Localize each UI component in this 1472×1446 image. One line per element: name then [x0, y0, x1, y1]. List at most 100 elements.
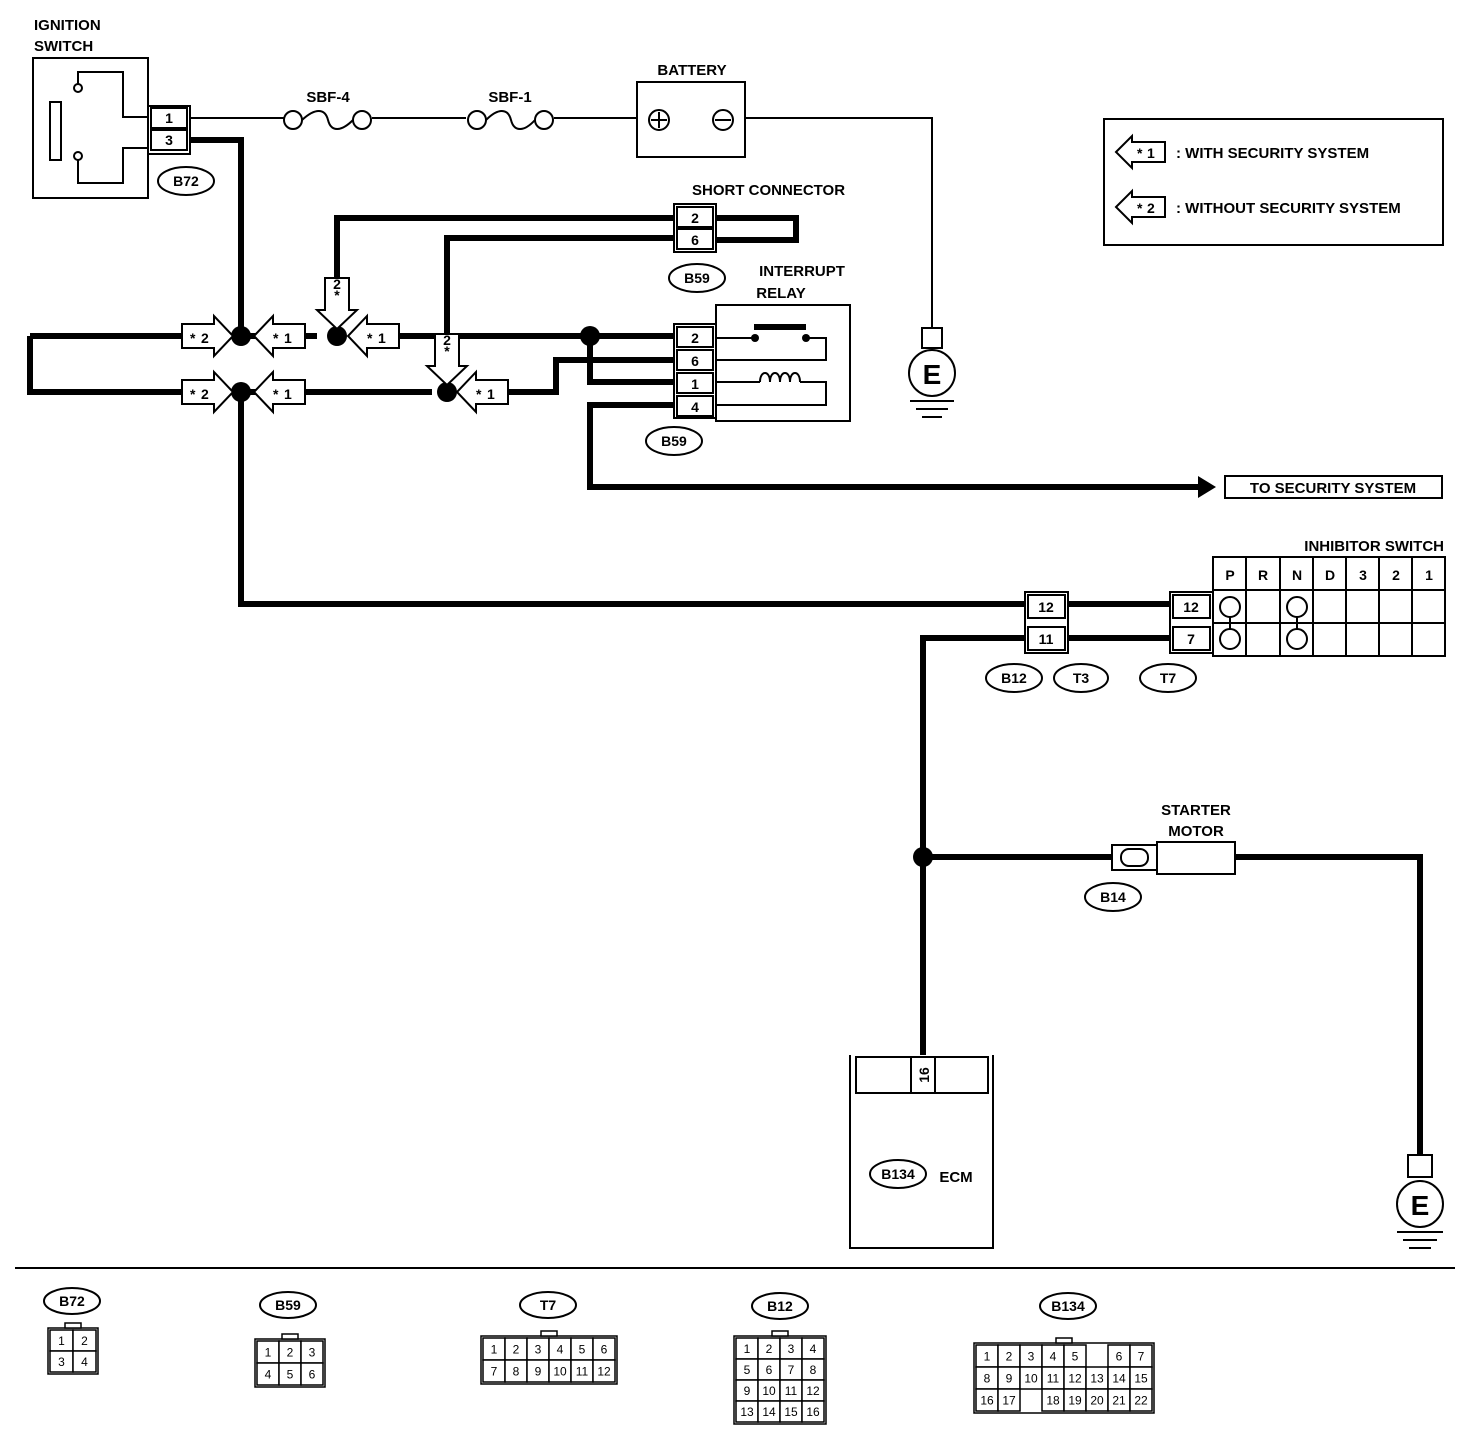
wire-short-loop	[715, 215, 799, 243]
short-connector-cell	[676, 228, 714, 250]
branch-mark: 1	[487, 386, 495, 402]
ground-starter-symbol: E	[1411, 1190, 1430, 1221]
connector-face-pin: 7	[788, 1363, 795, 1377]
ignition-switch-terminal-b	[73, 151, 83, 161]
ignition-switch-label-line1: IGNITION	[34, 17, 101, 34]
connector-face-pin: 5	[287, 1368, 294, 1382]
connector-face-pin: 5	[744, 1363, 751, 1377]
ignition-switch-label-line2: SWITCH	[34, 38, 93, 55]
ground-battery-bars	[910, 400, 954, 418]
wire-to-security	[587, 402, 1203, 490]
connector-face-pin: 11	[1047, 1372, 1060, 1386]
connector-face-pin: 10	[762, 1384, 776, 1398]
branch-arrow-right-icon	[181, 313, 235, 359]
connector-face-pin: 20	[1090, 1394, 1104, 1408]
ecm-label: ECM	[939, 1169, 972, 1186]
legend-box	[1103, 118, 1444, 246]
connector-b12-tag	[985, 663, 1043, 693]
inhibitor-position-label: D	[1325, 567, 1335, 583]
connector-face-pin: 3	[535, 1343, 542, 1357]
inhibitor-switch-label: INHIBITOR SWITCH	[1304, 538, 1444, 555]
junction-dot	[231, 382, 251, 402]
connector-face-pin: 2	[766, 1342, 773, 1356]
connector-relay-cell	[676, 372, 714, 394]
connector-b12-id: B12	[1001, 670, 1027, 686]
inhibitor-contact-icon	[1219, 628, 1241, 650]
relay-contact-wire	[716, 337, 827, 361]
connector-t7-cell	[1172, 626, 1211, 651]
ground-battery-circle	[908, 349, 956, 397]
connector-face-pin: 8	[513, 1365, 520, 1379]
connector-face-pin: 9	[1006, 1372, 1013, 1386]
connector-t7-cell	[1172, 594, 1211, 619]
interrupt-relay: INTERRUPT RELAY	[715, 263, 851, 422]
ecm-pin: 16	[916, 1067, 932, 1083]
inhibitor-position-label: 1	[1425, 567, 1433, 583]
connector-relay-cell	[676, 395, 714, 417]
branch-star: *	[367, 330, 373, 346]
short-connector-id: B59	[684, 270, 710, 286]
connector-b14-id: B14	[1100, 889, 1126, 905]
connector-face-pin: 4	[81, 1355, 88, 1369]
connector-face-pin: 7	[491, 1365, 498, 1379]
connector-face-pin: 1	[58, 1334, 65, 1348]
connector-face-pin: 4	[1050, 1350, 1057, 1364]
connector-face-pin: 6	[601, 1343, 608, 1357]
connector-face-pin: 9	[535, 1365, 542, 1379]
connector-b14-terminal	[1120, 848, 1149, 867]
connector-face-id: B59	[275, 1297, 301, 1313]
connector-face-pin: 9	[744, 1384, 751, 1398]
security-output: TO SECURITY SYSTEM	[1224, 475, 1443, 499]
connector-b12-pin: 11	[1039, 631, 1054, 647]
security-output-box	[1224, 475, 1443, 499]
connector-b72-cell	[150, 107, 188, 129]
connector-face-cell	[300, 1362, 324, 1386]
ground-battery-terminal	[921, 327, 943, 349]
relay-contact-point	[802, 334, 810, 342]
fuse-sbf1-end	[534, 110, 554, 130]
ground-battery-symbol: E	[923, 359, 942, 390]
connector-face-pin: 6	[1116, 1350, 1123, 1364]
connector-face-latch	[64, 1322, 82, 1329]
connector-relay-tag	[645, 426, 703, 456]
connector-face-pin: 1	[744, 1342, 751, 1356]
connector-face-pin: 16	[980, 1394, 994, 1408]
fuse-sbf4: SBF-4	[283, 89, 372, 130]
legend-item-1: : WITH SECURITY SYSTEM	[1176, 145, 1369, 162]
connector-face-pin: 2	[81, 1334, 88, 1348]
connector-face-id: T7	[540, 1297, 557, 1313]
connector-face-id: B72	[59, 1293, 85, 1309]
short-connector-pin: 6	[691, 232, 699, 248]
connector-face-pin: 22	[1134, 1394, 1148, 1408]
connector-face-pin: 6	[309, 1368, 316, 1382]
fuse-sbf4-end	[352, 110, 372, 130]
connector-face-latch	[771, 1330, 789, 1337]
connector-face-pin: 4	[265, 1368, 272, 1382]
ecm-body	[849, 1055, 994, 1249]
fuse-sbf1-end	[467, 110, 487, 130]
inhibitor-contact-icon	[1286, 596, 1308, 618]
ignition-switch-terminal-a	[73, 83, 83, 93]
wire-relay-pin1	[587, 336, 674, 385]
junction-dot	[231, 326, 251, 346]
branch-star: *	[190, 386, 196, 402]
connector-face-pin: 3	[1028, 1350, 1035, 1364]
connector-face-pin: 17	[1002, 1394, 1016, 1408]
connector-b12: 12 11 B12 T3	[985, 591, 1109, 693]
short-connector-tag	[668, 263, 726, 293]
connector-face-id: B134	[1051, 1298, 1085, 1314]
connector-face-pin: 1	[491, 1343, 498, 1357]
connector-b72-cell	[150, 129, 188, 151]
connector-relay-pin: 2	[691, 330, 699, 346]
connector-t7-pin: 12	[1183, 599, 1199, 615]
connector-face-pin: 1	[984, 1350, 991, 1364]
branch-mark: 1	[284, 330, 292, 346]
connector-face-pin: 4	[557, 1343, 564, 1357]
connector-face-pin: 4	[810, 1342, 817, 1356]
connector-t7-id: T7	[1160, 670, 1177, 686]
branch-arrow-down-icon	[424, 333, 470, 387]
legend-star: *	[1137, 145, 1143, 161]
